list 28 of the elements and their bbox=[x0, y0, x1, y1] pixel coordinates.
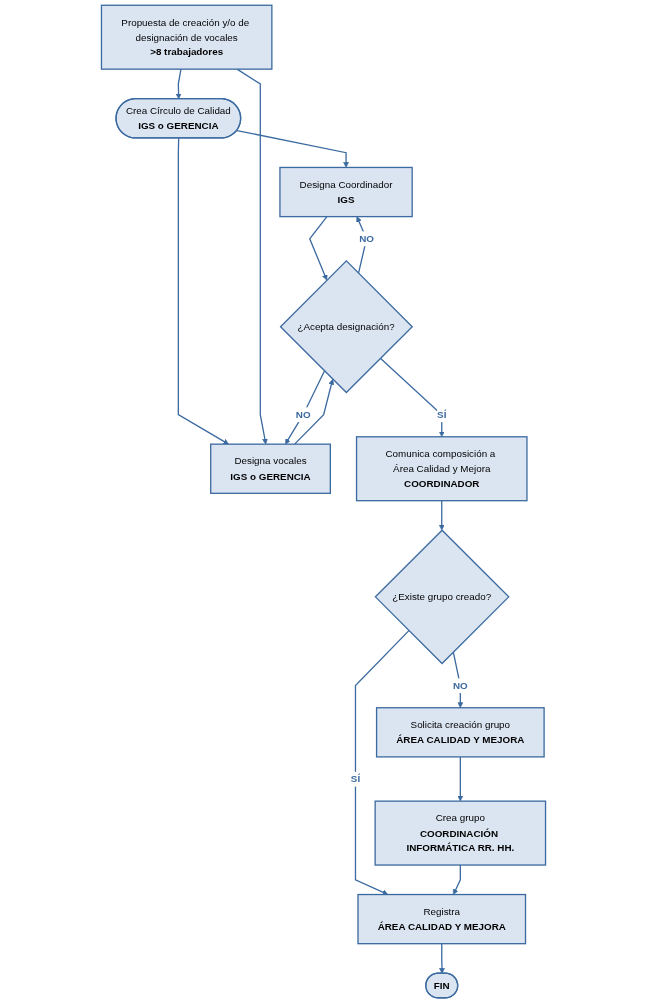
edge-label: NO bbox=[359, 232, 374, 244]
node-box: Crea grupo COORDINACIÓN INFORMÁTICA RR. HH. bbox=[374, 800, 547, 866]
node-box: Comunica composición a Área Calidad y Mejora COORDINADOR bbox=[355, 436, 528, 502]
node-box: Propuesta de creación y/o de designación de vocales >8 trabajadores bbox=[100, 4, 273, 70]
arrow bbox=[457, 756, 464, 802]
arrow bbox=[453, 864, 461, 895]
arrow bbox=[354, 630, 410, 895]
arrow bbox=[177, 137, 229, 445]
edge-label: SÍ bbox=[350, 772, 361, 785]
arrow bbox=[356, 216, 368, 274]
edge-label: NO bbox=[452, 679, 468, 691]
node-diamond: ¿Existe grupo creado? bbox=[374, 529, 510, 665]
arrow bbox=[308, 215, 328, 281]
node-box: Solicita creación grupo ÁREA CALIDAD Y MEJORA bbox=[375, 707, 545, 758]
arrow bbox=[236, 129, 349, 168]
arrow bbox=[439, 943, 445, 974]
arrow bbox=[175, 68, 182, 100]
edge-label: NO bbox=[295, 408, 311, 420]
node-diamond: ¿Acepta designación? bbox=[279, 259, 414, 394]
arrow bbox=[294, 378, 335, 445]
node-box: Designa Coordinador IGS bbox=[279, 166, 413, 218]
arrow bbox=[379, 357, 445, 438]
edge-label: SÍ bbox=[437, 408, 447, 420]
node-box: Designa vocales IGS o GERENCIA bbox=[210, 443, 331, 494]
node-box: Registra ÁREA CALIDAD Y MEJORA bbox=[357, 893, 527, 945]
arrow bbox=[438, 500, 445, 531]
arrow bbox=[285, 370, 326, 445]
arrow bbox=[236, 68, 268, 445]
